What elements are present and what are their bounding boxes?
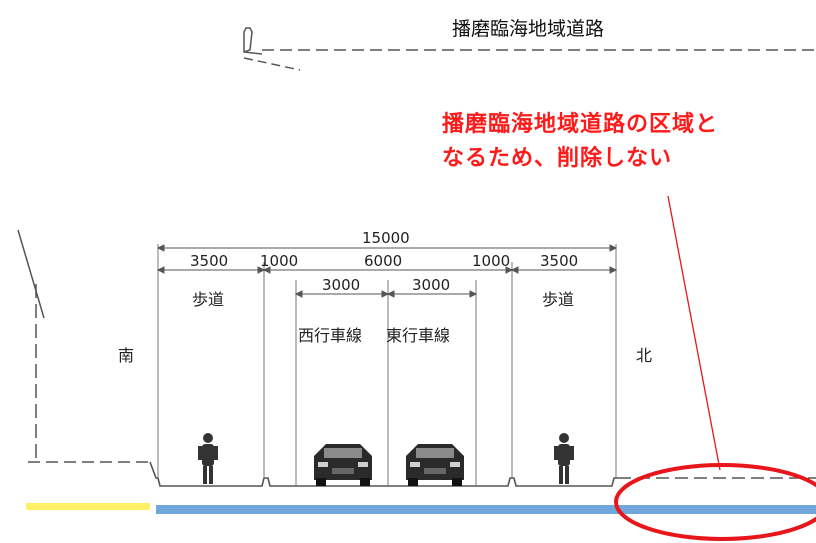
- annotation-note-line1: 播磨臨海地域道路の区域と: [442, 112, 719, 137]
- road-title: 播磨臨海地域道路: [452, 18, 605, 40]
- label-sidewalk-south: 歩道: [192, 290, 225, 309]
- ground-profile: [149, 461, 816, 487]
- car-icon: [314, 444, 372, 486]
- dim-buffer-south: 1000: [260, 252, 299, 270]
- dim-buffer-north: 1000: [472, 252, 511, 270]
- label-north: 北: [636, 346, 653, 365]
- dim-lane-east: 3000: [412, 276, 451, 294]
- label-sidewalk-north: 歩道: [542, 290, 575, 309]
- yellow-bar: [26, 503, 150, 510]
- dim-sidewalk-south: 3500: [190, 252, 229, 270]
- dim-carriageway: 6000: [364, 252, 403, 270]
- pedestrian-icon: [554, 433, 574, 484]
- top-road-outline: [243, 27, 816, 71]
- annotation-note-line2: なるため、削除しない: [442, 146, 673, 171]
- dimension-lines: [156, 244, 618, 298]
- dim-sidewalk-north: 3500: [540, 252, 579, 270]
- blue-bar: [156, 505, 816, 514]
- boundary-lines: [157, 244, 617, 486]
- annotation-pointer: [667, 195, 721, 471]
- pedestrian-icon: [198, 433, 218, 484]
- label-lane-east: 東行車線: [386, 326, 451, 345]
- label-lane-west: 西行車線: [298, 326, 363, 345]
- dim-total-width: 15000: [362, 229, 410, 247]
- dim-lane-west: 3000: [322, 276, 361, 294]
- south-slope: [17, 229, 150, 463]
- label-south: 南: [118, 346, 135, 365]
- highlight-ellipse: [614, 463, 816, 541]
- car-icon: [406, 444, 464, 486]
